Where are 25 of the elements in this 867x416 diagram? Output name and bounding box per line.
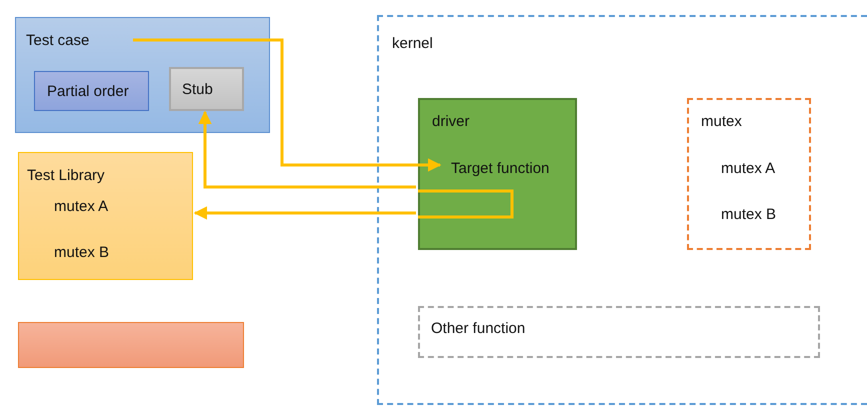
node-title: Other function [431, 320, 526, 338]
node-item: mutex A [721, 160, 776, 178]
arrow [198, 110, 416, 188]
node-title: kernel [392, 35, 433, 53]
kernel-region [377, 15, 867, 405]
partial-order-box [34, 71, 149, 111]
node-title: mutex [701, 113, 742, 131]
node-title: Partial order [47, 83, 129, 101]
function-box [418, 306, 820, 358]
node-item: mutex B [721, 206, 776, 224]
stub-box [169, 67, 244, 111]
node-title: Test Library [27, 167, 105, 185]
test-case-box [15, 17, 270, 133]
empty-box [18, 322, 244, 368]
node-title: Stub [182, 81, 213, 99]
node-item: mutex B [54, 244, 110, 262]
node-title: driver [432, 113, 470, 131]
node-item: mutex A [54, 198, 108, 216]
arrow [194, 206, 416, 220]
mutex-group [687, 98, 811, 250]
arrow [133, 38, 442, 172]
node-title: Target function [451, 160, 550, 178]
test-library-box [18, 152, 193, 280]
node-title: Test case [26, 32, 90, 50]
driver-box [418, 98, 577, 250]
